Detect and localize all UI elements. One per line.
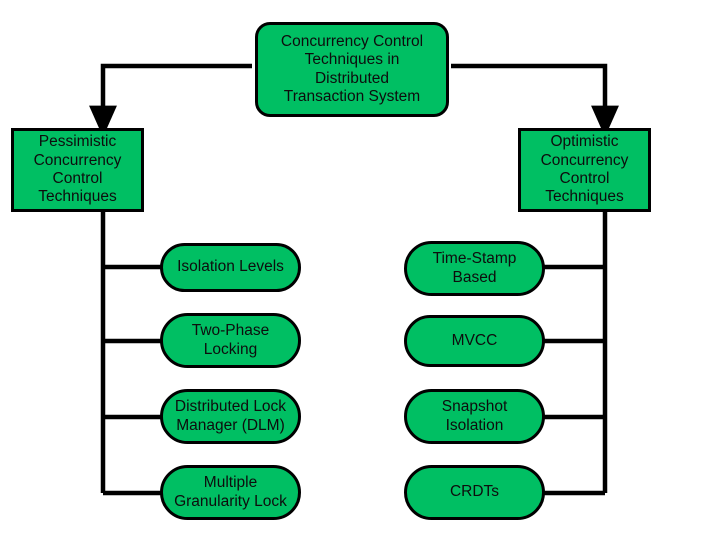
node-leaf-isolation-levels[interactable]: Isolation Levels: [160, 243, 301, 292]
connector-root-to-optimistic: [451, 63, 619, 138]
node-leaf-distributed-lock-manager-label: Distributed Lock Manager (DLM): [174, 398, 287, 434]
node-leaf-multiple-granularity-lock[interactable]: Multiple Granularity Lock: [160, 465, 301, 520]
node-leaf-snapshot-isolation-label: Snapshot Isolation: [441, 398, 508, 434]
node-leaf-crdts-label: CRDTs: [449, 483, 500, 501]
node-leaf-time-stamp-based-label: Time-Stamp Based: [432, 250, 517, 286]
node-leaf-crdts[interactable]: CRDTs: [404, 465, 545, 520]
node-root-concurrency-control[interactable]: Concurrency Control Techniques in Distri…: [255, 22, 449, 117]
node-branch-pessimistic[interactable]: Pessimistic Concurrency Control Techniqu…: [11, 128, 144, 212]
node-leaf-multiple-granularity-lock-label: Multiple Granularity Lock: [174, 474, 287, 510]
node-leaf-two-phase-locking-label: Two-Phase Locking: [191, 322, 270, 358]
node-leaf-mvcc[interactable]: MVCC: [404, 315, 545, 367]
node-leaf-distributed-lock-manager[interactable]: Distributed Lock Manager (DLM): [160, 389, 301, 444]
node-root-label: Concurrency Control Techniques in Distri…: [280, 32, 424, 105]
node-branch-optimistic[interactable]: Optimistic Concurrency Control Technique…: [518, 128, 651, 212]
node-branch-optimistic-label: Optimistic Concurrency Control Technique…: [540, 133, 629, 206]
node-leaf-isolation-levels-label: Isolation Levels: [177, 258, 284, 276]
node-branch-pessimistic-label: Pessimistic Concurrency Control Techniqu…: [33, 133, 122, 206]
node-leaf-snapshot-isolation[interactable]: Snapshot Isolation: [404, 389, 545, 444]
node-leaf-mvcc-label: MVCC: [451, 331, 498, 349]
node-leaf-two-phase-locking[interactable]: Two-Phase Locking: [160, 313, 301, 368]
connector-root-to-pessimistic: [89, 63, 252, 138]
node-leaf-time-stamp-based[interactable]: Time-Stamp Based: [404, 241, 545, 296]
